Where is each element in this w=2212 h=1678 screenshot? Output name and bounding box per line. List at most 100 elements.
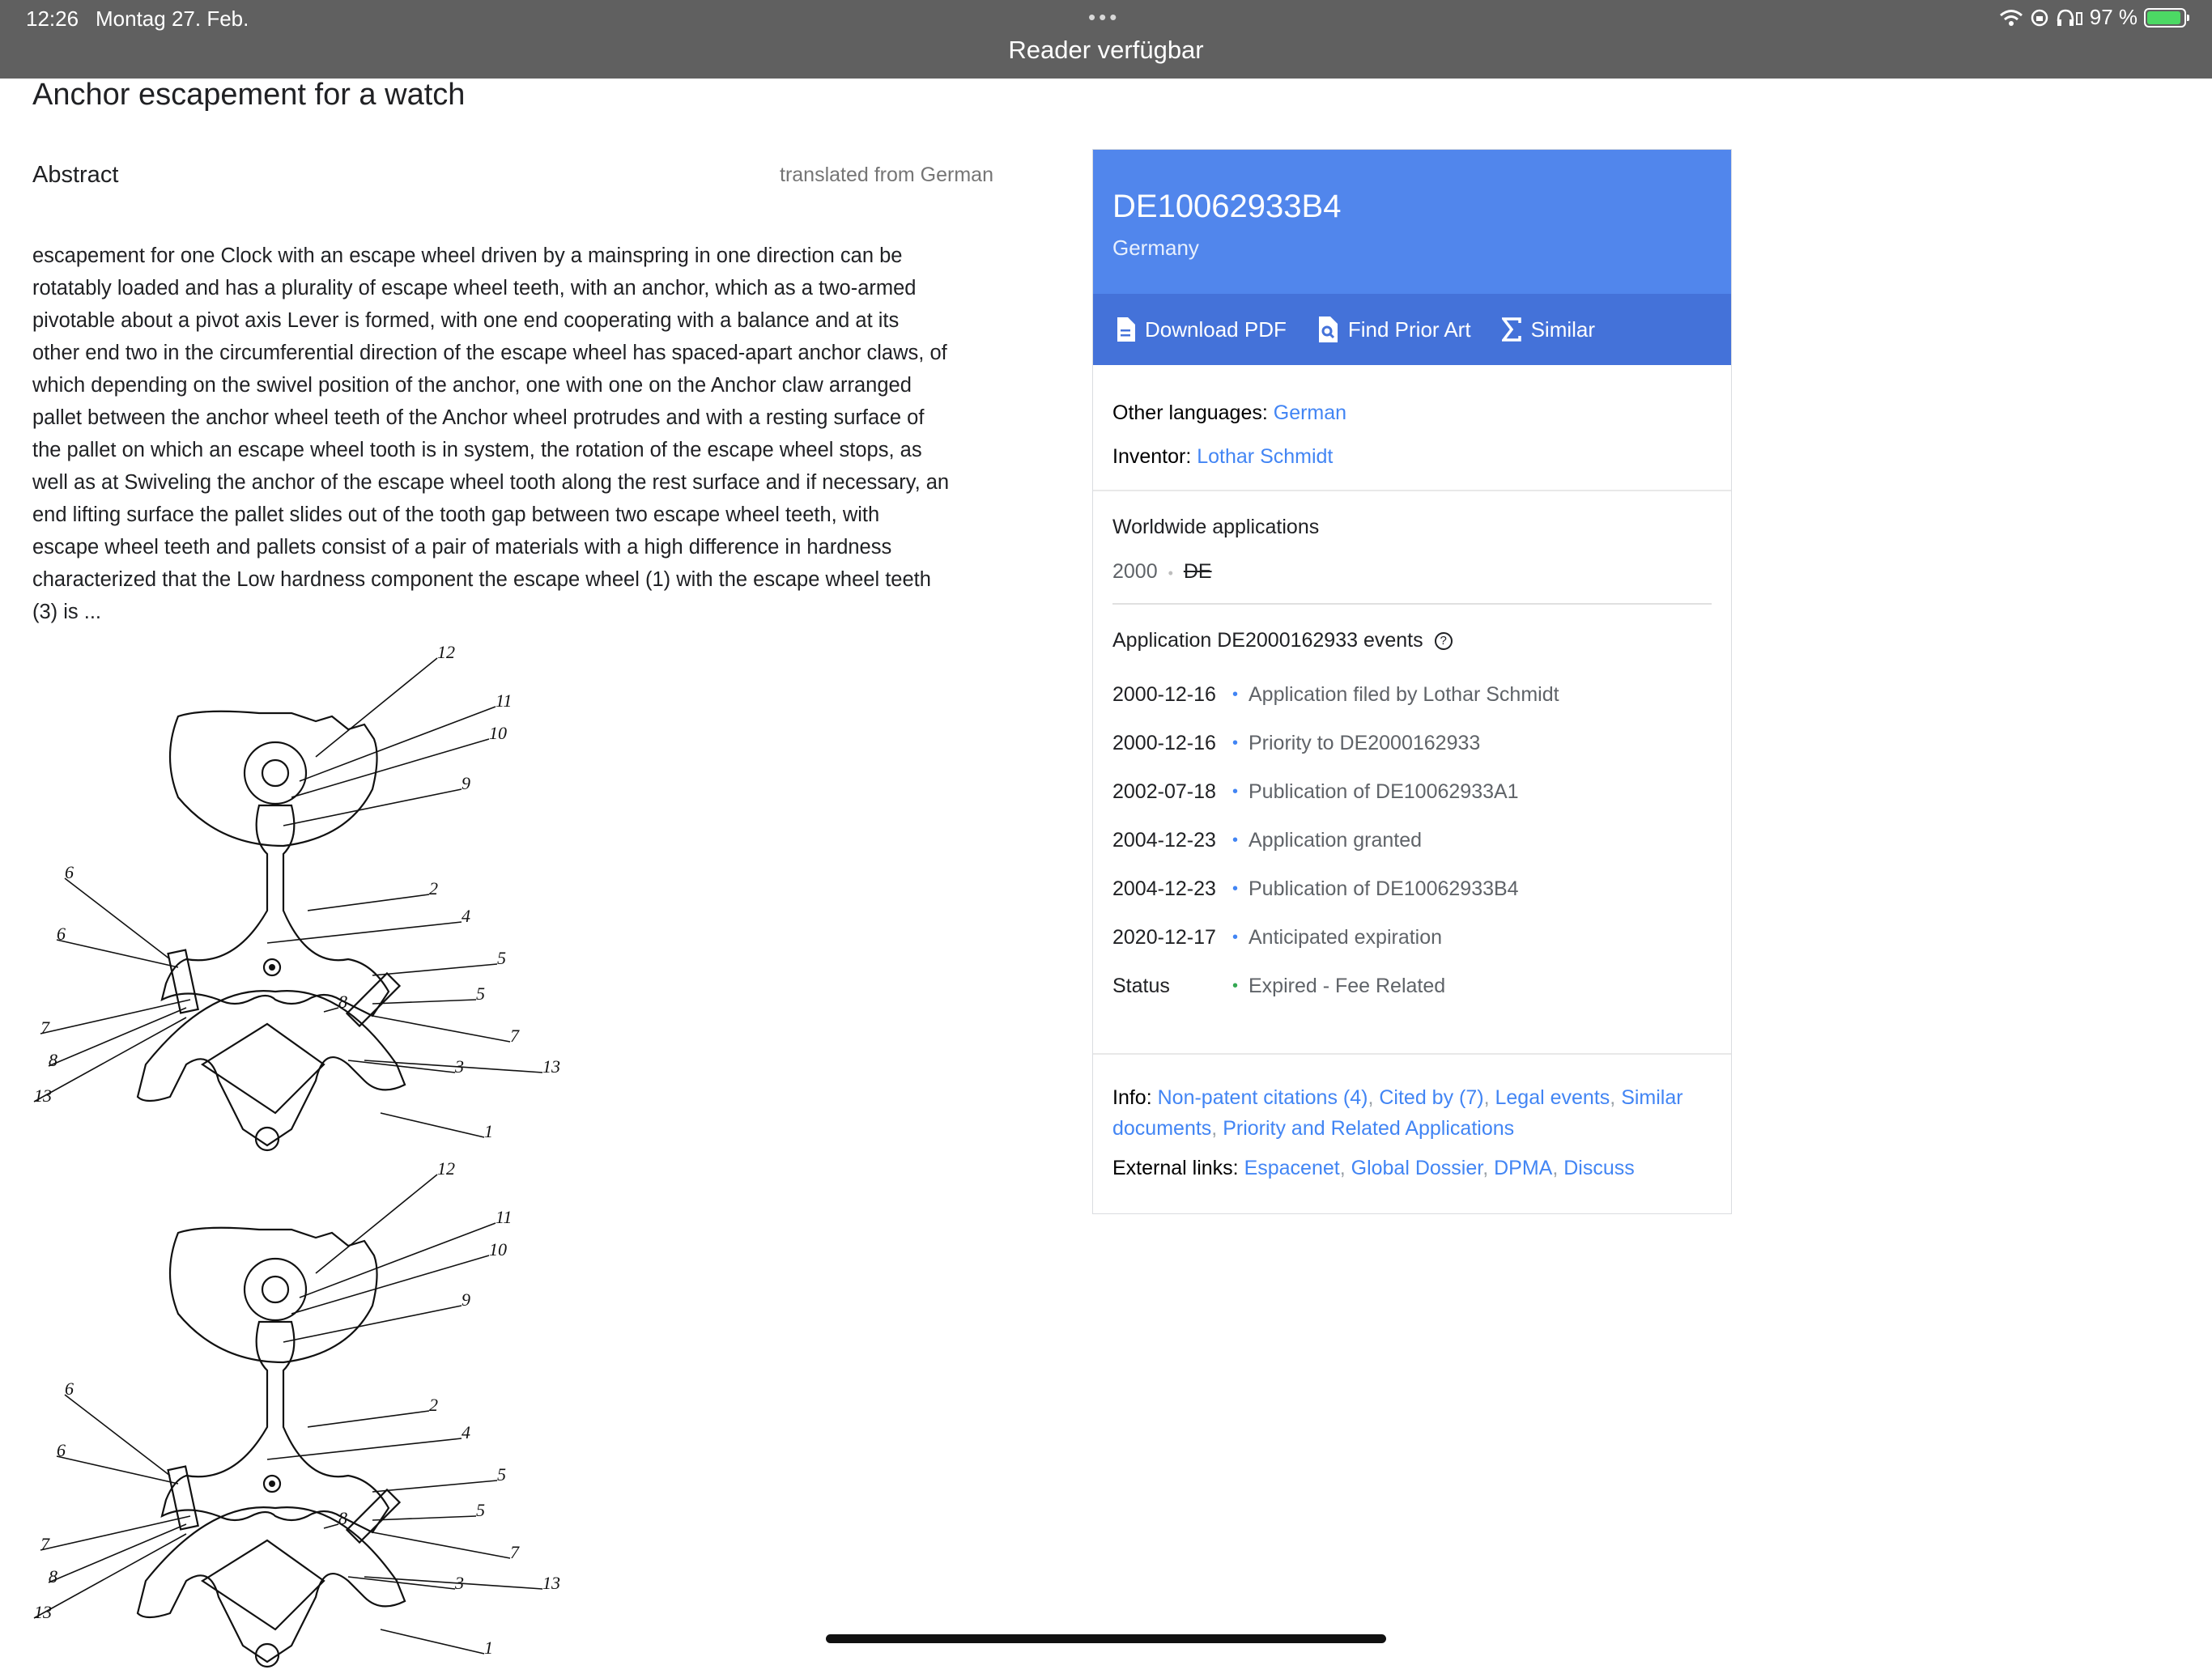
abstract-text: escapement for one Clock with an escape … (32, 240, 984, 628)
leader-line (315, 657, 438, 758)
status-time: 12:26 (26, 6, 79, 31)
figure-label: 13 (34, 1602, 52, 1622)
figure-label: 5 (497, 1464, 506, 1485)
external-link[interactable]: Discuss (1563, 1157, 1635, 1179)
external-link[interactable]: Espacenet (1244, 1157, 1340, 1179)
event-date: 2020-12-17 (1112, 925, 1216, 949)
figure-label: 9 (462, 773, 470, 793)
leader-line (364, 1060, 543, 1073)
figure-label: 5 (476, 983, 485, 1004)
balance-hub (261, 758, 290, 788)
figure-label: 6 (57, 924, 66, 944)
leader-line (315, 1174, 438, 1274)
find-prior-art-label: Find Prior Art (1347, 316, 1471, 342)
link-separator: , (1483, 1086, 1495, 1109)
worldwide-year: 2000 (1112, 560, 1158, 583)
event-description: Anticipated expiration (1249, 925, 1443, 949)
home-indicator[interactable] (826, 1634, 1386, 1643)
link-separator: , (1339, 1157, 1351, 1179)
reader-available-label[interactable]: Reader verfügbar (1008, 36, 1204, 64)
link-separator: , (1552, 1157, 1564, 1179)
leader-line (64, 877, 171, 960)
figure-label: 6 (57, 1440, 66, 1460)
abstract-line: rotatably loaded and has a plurality of … (32, 277, 917, 299)
figure-label: 13 (542, 1573, 560, 1593)
leader-line (323, 1007, 339, 1013)
anchor-pivot (262, 958, 282, 977)
abstract-line: pallet between the anchor wheel teeth of… (32, 406, 925, 429)
figure-label: 7 (40, 1017, 50, 1038)
figure-label: 4 (462, 1422, 470, 1442)
external-link[interactable]: DPMA (1494, 1157, 1553, 1179)
event-bullet: • (1232, 733, 1239, 752)
worldwide-applications-title: Worldwide applications (1112, 516, 1320, 538)
language-link-german[interactable]: German (1273, 401, 1347, 424)
event-date: 2000-12-16 (1112, 731, 1216, 754)
multitasking-dots[interactable]: ••• (1088, 5, 1121, 29)
external-links-label: External links: (1112, 1157, 1239, 1179)
battery-level (2147, 11, 2180, 24)
escape-wheel-hub (254, 1642, 280, 1668)
abstract-line: characterized that the Low hardness comp… (32, 568, 931, 591)
info-link[interactable]: Legal events (1495, 1086, 1610, 1109)
leader-line (299, 706, 496, 782)
escape-wheel-hub (254, 1126, 280, 1152)
figure-label: 10 (489, 1239, 507, 1260)
card-actions: Download PDF Find Prior Art Similar (1093, 294, 1731, 365)
leader-line (266, 1438, 462, 1460)
help-icon[interactable]: ? (1434, 631, 1453, 650)
anchor-lever (160, 804, 390, 1017)
download-pdf-button[interactable]: Download PDF (1116, 317, 1287, 342)
anchor-lever (160, 1320, 390, 1534)
publication-number: DE10062933B4 (1112, 189, 1342, 224)
info-link[interactable]: Cited by (7) (1379, 1086, 1484, 1109)
worldwide-country-link[interactable]: DE (1183, 560, 1212, 583)
figure-label: 7 (510, 1026, 520, 1046)
patent-drawing-1: 12111096245657873138131 (33, 644, 560, 1152)
info-link[interactable]: Priority and Related Applications (1223, 1117, 1515, 1140)
leader-line (33, 1533, 187, 1619)
figure-label: 2 (429, 1395, 438, 1415)
external-link[interactable]: Global Dossier (1351, 1157, 1483, 1179)
inventor-link[interactable]: Lothar Schmidt (1197, 445, 1334, 468)
info-link[interactable]: Similar documents (1112, 1086, 1683, 1140)
leader-line (307, 894, 430, 911)
battery-percent: 97 % (2089, 5, 2138, 29)
other-languages-row: Other languages: German (1112, 391, 1712, 435)
pallet-right (345, 971, 402, 1028)
anchor-pivot-dot (269, 1480, 275, 1487)
events-title: Application DE2000162933 events (1112, 629, 1423, 652)
abstract-line: escape wheel teeth and pallets consist o… (32, 536, 892, 559)
abstract-line: which depending on the swivel position o… (32, 374, 912, 397)
other-languages-label: Other languages: (1112, 401, 1268, 424)
event-bullet: • (1232, 782, 1239, 801)
info-line: Info: Non-patent citations (4), Cited by… (1112, 1082, 1712, 1144)
event-bullet: • (1232, 879, 1239, 898)
leader-line (56, 939, 179, 968)
leader-line (372, 1480, 498, 1493)
figure-label: 5 (476, 1500, 485, 1520)
status-icons: 97 % (1999, 5, 2189, 30)
battery-icon (2144, 7, 2189, 28)
event-date: Status (1112, 974, 1170, 997)
leader-line (380, 1629, 485, 1655)
escape-wheel (136, 990, 406, 1147)
similar-button[interactable]: Similar (1501, 317, 1595, 342)
figure-label: 7 (510, 1542, 520, 1562)
leader-line (48, 1007, 187, 1067)
figure-label: 8 (49, 1566, 57, 1587)
anchor-pivot-dot (269, 964, 275, 971)
figure-label: 8 (49, 1050, 57, 1070)
worldwide-applications-row: 2000 • DE (1112, 560, 1712, 605)
info-link[interactable]: Non-patent citations (4) (1157, 1086, 1368, 1109)
event-description: Application filed by Lothar Schmidt (1249, 682, 1559, 706)
meta-section: Other languages: German Inventor: Lothar… (1093, 365, 1731, 491)
pallet-right (345, 1488, 402, 1544)
leader-line (372, 1515, 477, 1521)
leader-line (364, 1576, 543, 1590)
figure-label: 13 (542, 1056, 560, 1077)
pallet-left (167, 1465, 199, 1531)
balance-ring (243, 1257, 308, 1322)
event-description: Application granted (1249, 828, 1423, 852)
find-prior-art-button[interactable]: Find Prior Art (1317, 316, 1471, 342)
